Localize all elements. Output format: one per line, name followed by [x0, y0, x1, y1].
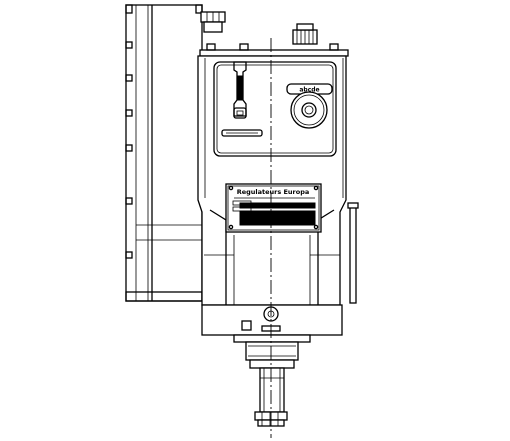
control-panel: abcde — [213, 61, 337, 157]
handwheel-rod — [347, 202, 359, 304]
nameplate-text: Regulateurs Europa — [237, 188, 310, 196]
logo-badge: abcde — [286, 83, 333, 95]
top-selector-knob — [292, 23, 318, 45]
selector-lever-icon — [233, 61, 247, 119]
side-housing — [125, 4, 203, 302]
gear-body — [201, 304, 343, 336]
mounting-flange — [233, 334, 311, 369]
nameplate: Regulateurs Europa — [225, 183, 322, 233]
rotary-knob-icon — [290, 91, 328, 129]
cable-gland — [200, 11, 226, 33]
logo-text: abcde — [299, 87, 319, 94]
